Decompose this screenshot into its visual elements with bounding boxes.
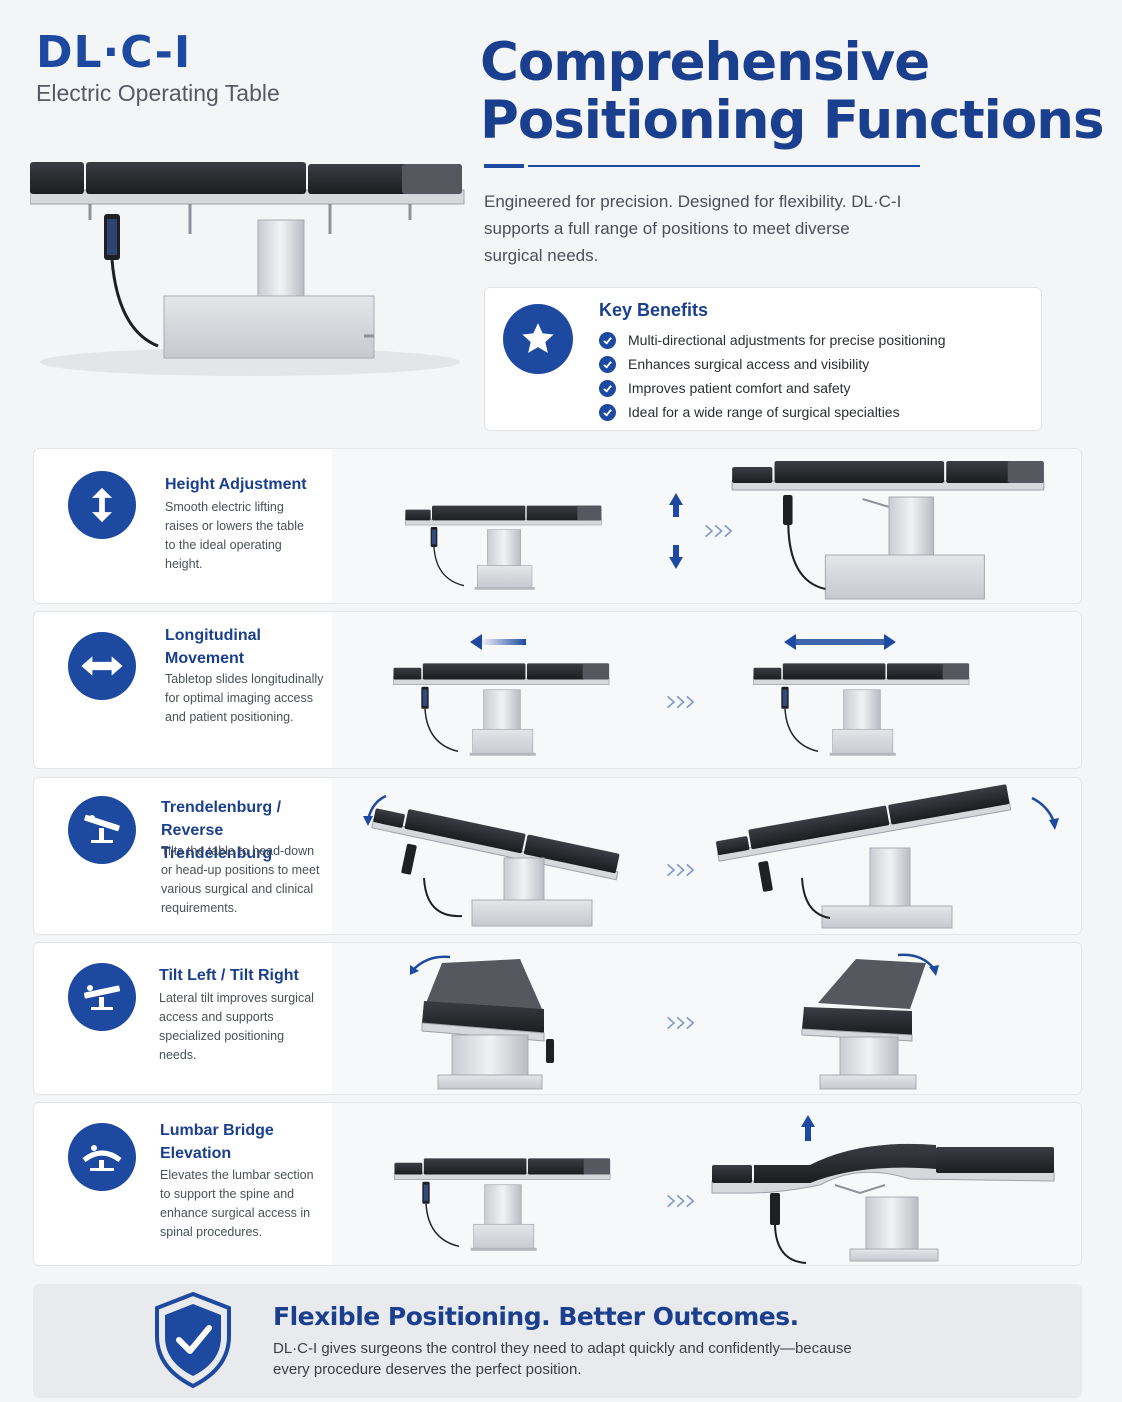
benefit-text: Enhances surgical access and visibility xyxy=(628,356,870,372)
horizontal-arrows-icon xyxy=(68,632,136,700)
page-headline: Comprehensive Positioning Functions xyxy=(480,32,1105,151)
benefit-text: Improves patient comfort and safety xyxy=(628,380,851,396)
footer-banner: Flexible Positioning. Better Outcomes. D… xyxy=(33,1284,1082,1398)
hero-operating-table-image xyxy=(30,162,465,376)
brand-subtitle: Electric Operating Table xyxy=(36,80,280,106)
lumbar-bridge-illustration xyxy=(393,1115,1055,1264)
benefits-list: Multi-directional adjustments for precis… xyxy=(599,328,945,424)
feature-title: Lumbar Bridge Elevation xyxy=(160,1122,274,1162)
trendelenburg-icon xyxy=(68,796,136,864)
list-item: Ideal for a wide range of surgical speci… xyxy=(599,400,945,424)
list-item: Improves patient comfort and safety xyxy=(599,376,945,400)
lateral-tilt-icon xyxy=(68,963,136,1031)
feature-row-lumbar-bridge: Lumbar Bridge Elevation Elevates the lum… xyxy=(33,1102,1082,1266)
vertical-arrows-icon xyxy=(68,471,136,539)
list-item: Enhances surgical access and visibility xyxy=(599,352,945,376)
height-adjustment-illustration xyxy=(404,461,1045,600)
feature-description: Elevates the lumbar section to support t… xyxy=(160,1168,314,1239)
longitudinal-movement-illustration xyxy=(392,634,971,757)
check-icon xyxy=(599,331,616,349)
key-benefits-card: Key Benefits Multi-directional adjustmen… xyxy=(484,287,1042,431)
brand-logo: DL·C-I xyxy=(36,27,192,78)
intro-text: Engineered for precision. Designed for f… xyxy=(484,192,902,265)
feature-row-longitudinal-movement: Longitudinal Movement Tabletop slides lo… xyxy=(33,611,1082,769)
feature-description: Tilts the table to head-down or head-up … xyxy=(161,844,320,915)
shield-check-icon xyxy=(155,1291,231,1389)
footer-title: Flexible Positioning. Better Outcomes. xyxy=(273,1302,799,1331)
check-icon xyxy=(599,379,616,397)
headline-divider xyxy=(484,164,924,168)
feature-description: Tabletop slides longitudinally for optim… xyxy=(165,672,324,724)
trendelenburg-illustration xyxy=(363,784,1059,929)
feature-row-lateral-tilt: Tilt Left / Tilt Right Lateral tilt impr… xyxy=(33,942,1082,1095)
benefit-text: Multi-directional adjustments for precis… xyxy=(628,332,946,348)
key-benefits-title: Key Benefits xyxy=(599,300,709,320)
feature-title: Trendelenburg / Reverse Trendelenburg xyxy=(161,799,282,862)
feature-row-trendelenburg: Trendelenburg / Reverse Trendelenburg Ti… xyxy=(33,777,1082,935)
check-icon xyxy=(599,403,616,421)
feature-row-height-adjustment: Height Adjustment Smooth electric liftin… xyxy=(33,448,1082,604)
headline-line-1: Comprehensive xyxy=(480,32,930,93)
brand-block: DL·C-I Electric Operating Table xyxy=(36,30,280,107)
feature-description: Lateral tilt improves surgical access an… xyxy=(159,991,314,1062)
list-item: Multi-directional adjustments for precis… xyxy=(599,328,945,352)
check-icon xyxy=(599,355,616,373)
headline-line-2: Positioning Functions xyxy=(480,90,1105,151)
feature-title: Height Adjustment xyxy=(165,476,307,493)
feature-description: Smooth electric lifting raises or lowers… xyxy=(165,500,304,571)
benefit-text: Ideal for a wide range of surgical speci… xyxy=(628,404,900,420)
feature-title: Tilt Left / Tilt Right xyxy=(159,967,299,984)
footer-body: DL·C-I gives surgeons the control they n… xyxy=(273,1340,852,1378)
star-icon xyxy=(503,304,573,374)
lumbar-bridge-icon xyxy=(68,1123,136,1191)
feature-title: Longitudinal Movement xyxy=(165,627,261,667)
lateral-tilt-illustration xyxy=(410,953,939,1090)
